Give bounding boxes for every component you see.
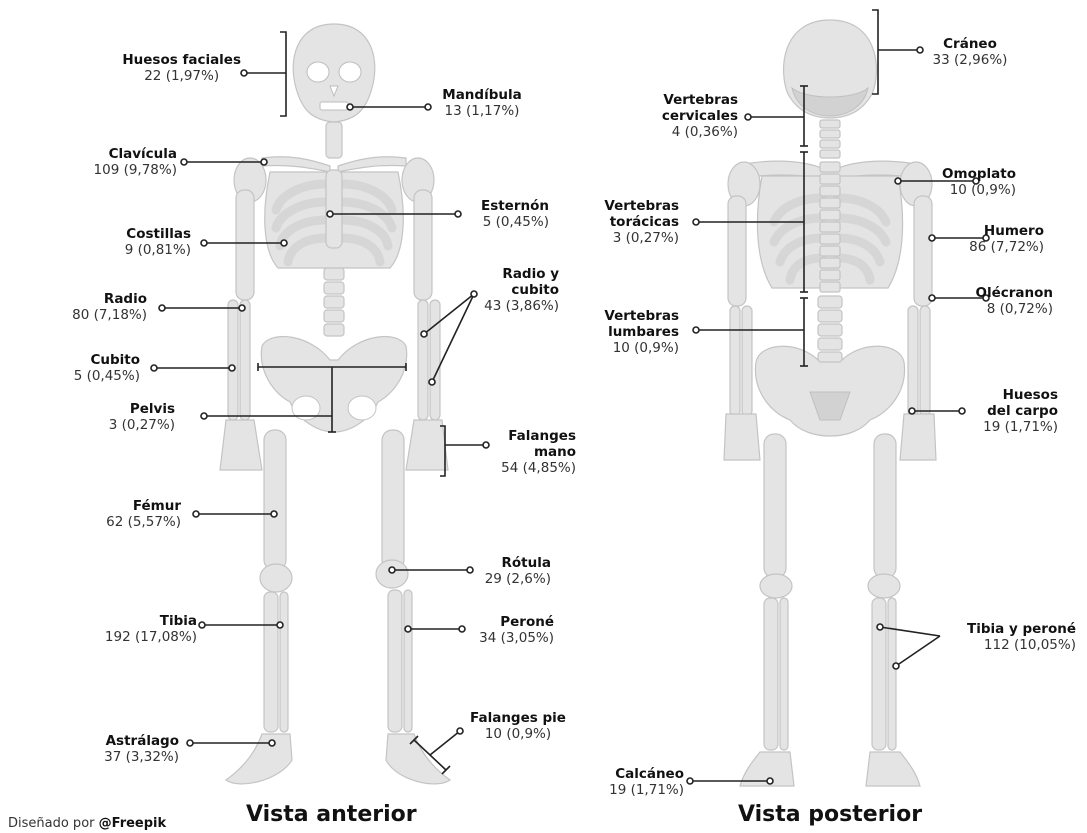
label-value: 62 (5,57%): [106, 514, 181, 530]
label-name-line2: cervicales: [662, 108, 738, 124]
label-falanges-pie: Falanges pie 10 (0,9%): [458, 710, 578, 742]
label-name: Clavícula: [94, 146, 177, 162]
label-name-line2: torácicas: [604, 214, 679, 230]
label-name: Esternón: [481, 198, 549, 214]
label-tibia: Tibia 192 (17,08%): [105, 613, 197, 645]
label-value: 4 (0,36%): [662, 124, 738, 140]
label-costillas: Costillas 9 (0,81%): [125, 226, 191, 258]
label-name: Peroné: [479, 614, 554, 630]
label-value: 13 (1,17%): [432, 103, 532, 119]
label-value: 37 (3,32%): [104, 749, 179, 765]
view-title-posterior: Vista posterior: [738, 802, 922, 827]
anterior-skeleton: [220, 24, 450, 784]
label-perone: Peroné 34 (3,05%): [479, 614, 554, 646]
label-value: 5 (0,45%): [74, 368, 140, 384]
label-radio: Radio 80 (7,18%): [72, 291, 147, 323]
label-value: 86 (7,72%): [969, 239, 1044, 255]
credit-author: @Freepik: [99, 816, 167, 831]
label-name-line1: Falanges: [501, 428, 576, 444]
label-name-line1: Huesos: [983, 387, 1058, 403]
label-rotula: Rótula 29 (2,6%): [485, 555, 551, 587]
label-value: 43 (3,86%): [484, 298, 559, 314]
label-name-line1: Vertebras: [604, 308, 679, 324]
label-omoplato: Omoplato 10 (0,9%): [942, 166, 1016, 198]
label-calcaneo: Calcáneo 19 (1,71%): [609, 766, 684, 798]
label-name: Calcáneo: [609, 766, 684, 782]
label-radio-y-cubito: Radio y cubito 43 (3,86%): [484, 266, 559, 314]
label-value: 3 (0,27%): [604, 230, 679, 246]
label-name-line2: mano: [501, 444, 576, 460]
credit: Diseñado por @Freepik: [8, 816, 166, 831]
label-name-line1: Radio y: [484, 266, 559, 282]
label-name: Huesos faciales: [122, 52, 241, 68]
label-value: 33 (2,96%): [920, 52, 1020, 68]
label-huesos-faciales: Huesos faciales 22 (1,97%): [122, 52, 241, 84]
label-humero: Humero 86 (7,72%): [969, 223, 1044, 255]
label-value: 19 (1,71%): [983, 419, 1058, 435]
label-vertebras-cervicales: Vertebras cervicales 4 (0,36%): [662, 92, 738, 140]
label-name-line2: del carpo: [983, 403, 1058, 419]
label-value: 19 (1,71%): [609, 782, 684, 798]
label-name: Tibia y peroné: [967, 621, 1076, 637]
label-mandibula: Mandíbula 13 (1,17%): [432, 87, 532, 119]
label-vertebras-toracicas: Vertebras torácicas 3 (0,27%): [604, 198, 679, 246]
label-value: 3 (0,27%): [109, 417, 175, 433]
label-value: 10 (0,9%): [458, 726, 578, 742]
label-craneo: Cráneo 33 (2,96%): [920, 36, 1020, 68]
label-name-line2: cubito: [484, 282, 559, 298]
label-name: Mandíbula: [432, 87, 532, 103]
label-name: Cubito: [74, 352, 140, 368]
label-falanges-mano: Falanges mano 54 (4,85%): [501, 428, 576, 476]
posterior-skeleton: [724, 20, 936, 786]
label-name: Humero: [969, 223, 1044, 239]
label-clavicula: Clavícula 109 (9,78%): [94, 146, 177, 178]
label-name-line1: Vertebras: [604, 198, 679, 214]
label-olecranon: Olécranon 8 (0,72%): [975, 285, 1053, 317]
label-name-line2: lumbares: [604, 324, 679, 340]
view-title-anterior: Vista anterior: [246, 802, 417, 827]
label-value: 5 (0,45%): [481, 214, 549, 230]
label-name: Omoplato: [942, 166, 1016, 182]
label-value: 10 (0,9%): [942, 182, 1016, 198]
label-value: 80 (7,18%): [72, 307, 147, 323]
label-name: Pelvis: [109, 401, 175, 417]
label-value: 8 (0,72%): [975, 301, 1053, 317]
label-name: Astrálago: [104, 733, 179, 749]
credit-prefix: Diseñado por: [8, 816, 95, 831]
label-name: Radio: [72, 291, 147, 307]
label-esternon: Esternón 5 (0,45%): [481, 198, 549, 230]
label-value: 10 (0,9%): [604, 340, 679, 356]
label-name: Falanges pie: [458, 710, 578, 726]
label-pelvis: Pelvis 3 (0,27%): [109, 401, 175, 433]
label-tibia-y-perone: Tibia y peroné 112 (10,05%): [967, 621, 1076, 653]
label-name: Olécranon: [975, 285, 1053, 301]
label-cubito: Cubito 5 (0,45%): [74, 352, 140, 384]
label-vertebras-lumbares: Vertebras lumbares 10 (0,9%): [604, 308, 679, 356]
label-value: 29 (2,6%): [485, 571, 551, 587]
label-value: 112 (10,05%): [967, 637, 1076, 653]
label-name-line1: Vertebras: [662, 92, 738, 108]
label-astragalo: Astrálago 37 (3,32%): [104, 733, 179, 765]
label-value: 54 (4,85%): [501, 460, 576, 476]
label-value: 34 (3,05%): [479, 630, 554, 646]
label-name: Cráneo: [920, 36, 1020, 52]
label-value: 192 (17,08%): [105, 629, 197, 645]
label-value: 22 (1,97%): [122, 68, 241, 84]
label-huesos-del-carpo: Huesos del carpo 19 (1,71%): [983, 387, 1058, 435]
label-value: 9 (0,81%): [125, 242, 191, 258]
label-name: Fémur: [106, 498, 181, 514]
label-femur: Fémur 62 (5,57%): [106, 498, 181, 530]
label-name: Rótula: [485, 555, 551, 571]
label-name: Tibia: [105, 613, 197, 629]
label-value: 109 (9,78%): [94, 162, 177, 178]
label-name: Costillas: [125, 226, 191, 242]
